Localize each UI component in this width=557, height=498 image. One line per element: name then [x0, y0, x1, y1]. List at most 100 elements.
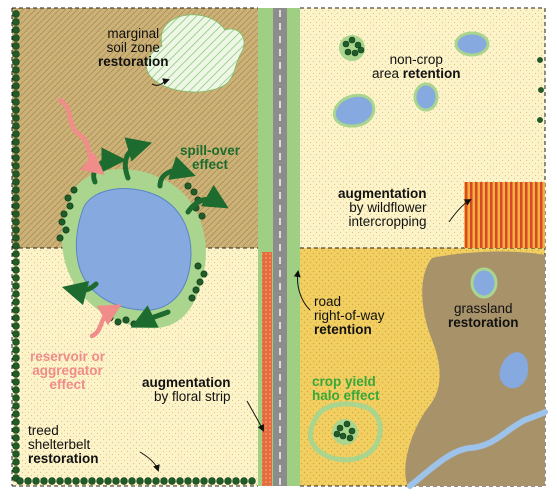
label-shelterbelt-restoration: treed shelterbelt restoration: [28, 424, 99, 466]
shelterbelt-tree: [160, 477, 168, 485]
shelterbelt-tree: [12, 418, 20, 426]
spillover-arrow: [157, 156, 196, 189]
shelterbelt-tree: [12, 458, 20, 466]
shelterbelt-tree: [12, 442, 20, 450]
shelterbelt-tree: [12, 154, 20, 162]
label-text: augmentation: [142, 375, 231, 390]
shelterbelt-tree: [12, 178, 20, 186]
shelterbelt-tree: [12, 466, 20, 474]
shelterbelt-tree: [12, 210, 20, 218]
shelterbelt-tree: [12, 162, 20, 170]
shelterbelt-tree: [12, 42, 20, 50]
shelterbelt-tree: [12, 74, 20, 82]
shelterbelt-tree: [12, 346, 20, 354]
halo-patch-outer: [307, 401, 383, 463]
grassland-pond-1: [470, 267, 498, 299]
shelterbelt-tree: [12, 146, 20, 154]
label-wildflower-intercropping: augmentation by wildflower intercropping: [338, 187, 427, 229]
shelterbelt-tree: [128, 477, 136, 485]
shelterbelt-tree: [56, 477, 64, 485]
wetland-tree: [188, 294, 196, 302]
wetland-tree: [58, 218, 66, 226]
noncrop-tree: [342, 40, 350, 48]
noncrop-tree: [354, 41, 362, 49]
shelterbelt-tree: [12, 266, 20, 274]
shelterbelt-tree: [240, 477, 248, 485]
noncrop-tree: [357, 46, 365, 54]
hedge-tree: [538, 87, 544, 93]
shelterbelt-tree: [32, 477, 40, 485]
marginal-soil-zone: [146, 14, 245, 93]
shelterbelt-tree: [12, 106, 20, 114]
shelterbelt-tree: [12, 274, 20, 282]
shelterbelt-tree: [12, 82, 20, 90]
shelterbelt-tree: [12, 410, 20, 418]
shelterbelt-tree: [12, 394, 20, 402]
shelterbelt-tree: [12, 314, 20, 322]
shelterbelt-tree: [12, 90, 20, 98]
wetland-tree: [64, 194, 72, 202]
wetland-tree: [198, 212, 206, 220]
wetland-tree: [194, 262, 202, 270]
label-text: by floral strip: [153, 389, 231, 404]
noncrop-pond-3: [413, 82, 439, 112]
shelterbelt-tree: [88, 477, 96, 485]
shelterbelt-tree: [12, 26, 20, 34]
shelterbelt-tree: [144, 477, 152, 485]
callout-arrow-shelterbelt: [139, 451, 160, 472]
shelterbelt-tree: [12, 306, 20, 314]
spillover-arrow: [130, 305, 171, 328]
shelterbelt-tree: [216, 477, 224, 485]
wetland-tree: [196, 278, 204, 286]
label-text: spill-over: [180, 143, 241, 158]
shelterbelt-tree: [12, 402, 20, 410]
shelterbelt-tree: [12, 434, 20, 442]
shelterbelt-tree: [12, 330, 20, 338]
stream: [407, 409, 548, 489]
shelterbelt-tree: [12, 338, 20, 346]
hedge-tree: [537, 117, 543, 123]
wetland-tree: [130, 320, 138, 328]
label-text: shelterbelt: [28, 437, 91, 452]
shelterbelt-tree: [200, 477, 208, 485]
wetland-tree: [62, 226, 70, 234]
wetland-tree: [56, 234, 64, 242]
shelterbelt-tree: [12, 386, 20, 394]
label-floral-strip: augmentation by floral strip: [142, 376, 231, 404]
label-text: halo effect: [312, 388, 380, 403]
halo-patch-tree: [333, 430, 341, 438]
label-text: reservoir or: [30, 349, 106, 364]
shelterbelt-tree: [232, 477, 240, 485]
shelterbelt-tree: [12, 322, 20, 330]
aggregator-arrow: [89, 304, 122, 339]
noncrop-pond-2: [332, 93, 376, 128]
shelterbelt-tree: [12, 98, 20, 106]
shelterbelt-tree: [40, 477, 48, 485]
label-marginal-soil-zone: marginal soil zone restoration: [98, 27, 169, 69]
shelterbelt-tree: [72, 477, 80, 485]
label-text: road: [314, 294, 342, 309]
shelterbelt-tree: [80, 477, 88, 485]
shelterbelt-tree: [176, 477, 184, 485]
label-grassland-restoration: grassland restoration: [448, 302, 519, 330]
shelterbelt-tree: [16, 477, 24, 485]
shelterbelt-tree: [12, 234, 20, 242]
spillover-arrow: [61, 280, 99, 306]
label-spillover-effect: spill-over effect: [180, 144, 240, 172]
halo-patch-tree: [339, 432, 347, 440]
label-text: marginal: [107, 26, 160, 41]
shelterbelt-tree: [12, 18, 20, 26]
shelterbelt-tree: [12, 34, 20, 42]
wetland-tree: [60, 210, 68, 218]
shelterbelt-tree: [12, 194, 20, 202]
shelterbelt-tree: [12, 226, 20, 234]
label-text: area: [372, 66, 400, 81]
label-text: soil zone: [106, 40, 160, 55]
label-text: intercropping: [348, 214, 427, 229]
noncrop-tree: [351, 49, 359, 57]
wetland-tree: [70, 186, 78, 194]
label-noncrop-area: non-crop area retention: [372, 53, 461, 81]
shelterbelt-tree: [96, 477, 104, 485]
label-text: augmentation: [338, 186, 427, 201]
label-text: restoration: [28, 451, 99, 466]
